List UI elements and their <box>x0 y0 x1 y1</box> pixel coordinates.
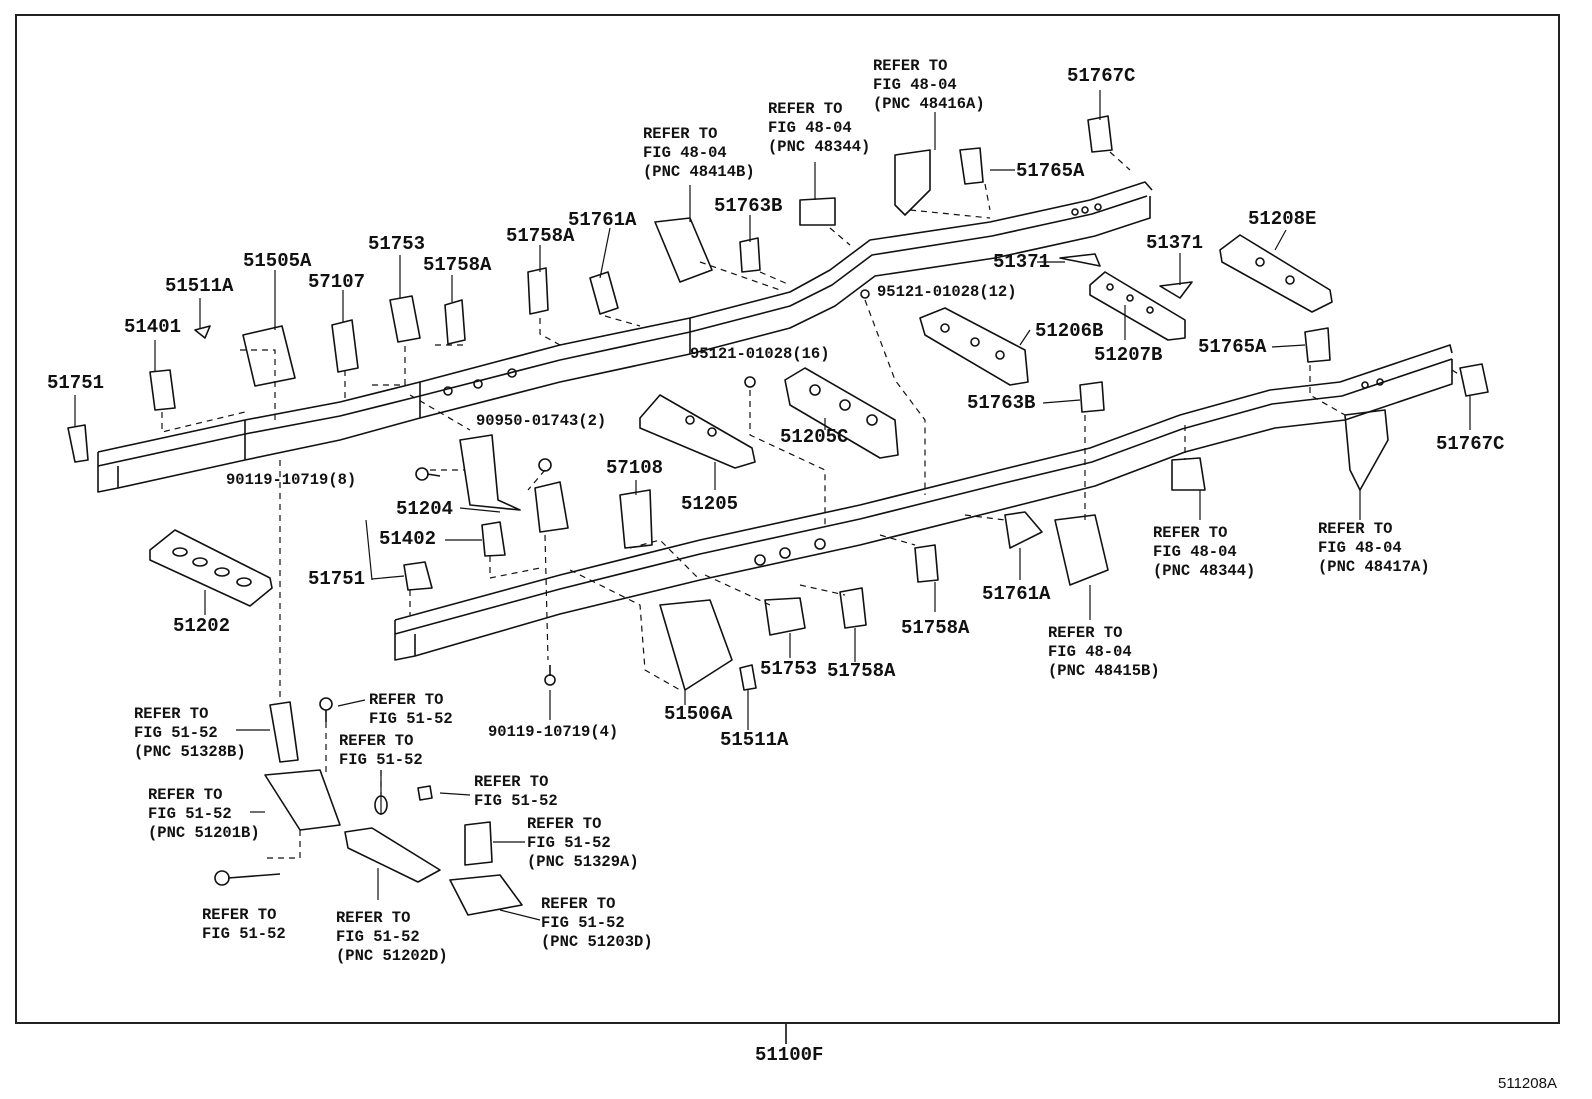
part-label[interactable]: 51763B <box>967 392 1036 414</box>
fastener-label[interactable]: 90119-10719(4) <box>488 723 619 741</box>
part-label[interactable]: 51761A <box>568 209 637 231</box>
part-label[interactable]: 51758A <box>423 254 492 276</box>
part-label[interactable]: 57107 <box>308 271 366 293</box>
part-label[interactable]: 51758A <box>901 617 970 639</box>
assembly-leader <box>785 1024 787 1044</box>
crossmember-51208e <box>1219 234 1333 313</box>
right-frame-rail <box>394 344 1453 661</box>
part-label[interactable]: 51371 <box>1146 232 1204 254</box>
part-label[interactable]: 51205 <box>681 493 739 515</box>
part-label[interactable]: 51208E <box>1248 208 1317 230</box>
part-label[interactable]: 51767C <box>1436 433 1505 455</box>
part-label[interactable]: 51765A <box>1198 336 1267 358</box>
part-label[interactable]: 51753 <box>760 658 818 680</box>
part-label[interactable]: 51206B <box>1035 320 1104 342</box>
part-label[interactable]: 51753 <box>368 233 426 255</box>
part-label[interactable]: 51207B <box>1094 344 1163 366</box>
alignment-leaders <box>161 151 1461 859</box>
drawing-number: 511208A <box>1498 1075 1557 1092</box>
part-label[interactable]: 51767C <box>1067 65 1136 87</box>
part-label[interactable]: 57108 <box>606 457 664 479</box>
part-label[interactable]: 51511A <box>165 275 234 297</box>
diagram-frame <box>15 14 1560 1024</box>
crossmember-51206b <box>919 307 1029 386</box>
part-label[interactable]: 51758A <box>506 225 575 247</box>
part-label[interactable]: 51401 <box>124 316 182 338</box>
part-label[interactable]: 51204 <box>396 498 454 520</box>
left-frame-rail <box>97 181 1153 493</box>
crossmember-51207b <box>1089 271 1186 341</box>
part-label[interactable]: 51751 <box>47 372 105 394</box>
part-label[interactable]: 51763B <box>714 195 783 217</box>
part-label[interactable]: 51765A <box>1016 160 1085 182</box>
leader-lines <box>74 90 1471 921</box>
crossmember-51205 <box>639 394 756 469</box>
part-label[interactable]: 51761A <box>982 583 1051 605</box>
fastener-label[interactable]: 90950-01743(2) <box>476 412 607 430</box>
crossmember-51205c <box>784 367 899 459</box>
fasteners <box>214 289 870 886</box>
part-label[interactable]: 51758A <box>827 660 896 682</box>
part-label[interactable]: 51402 <box>379 528 437 550</box>
fastener-label[interactable]: 95121-01028(12) <box>877 283 1017 301</box>
fastener-label[interactable]: 90119-10719(8) <box>226 471 357 489</box>
part-label[interactable]: 51371 <box>993 251 1051 273</box>
part-label[interactable]: 51505A <box>243 250 312 272</box>
part-label[interactable]: 51751 <box>308 568 366 590</box>
brackets <box>67 115 1489 916</box>
part-label[interactable]: 51506A <box>664 703 733 725</box>
part-label[interactable]: 51202 <box>173 615 231 637</box>
part-label[interactable]: 51511A <box>720 729 789 751</box>
assembly-part-label[interactable]: 51100F <box>755 1044 824 1066</box>
part-label[interactable]: 51205C <box>780 426 849 448</box>
fastener-label[interactable]: 95121-01028(16) <box>690 345 830 363</box>
crossmember-51202 <box>149 529 273 607</box>
